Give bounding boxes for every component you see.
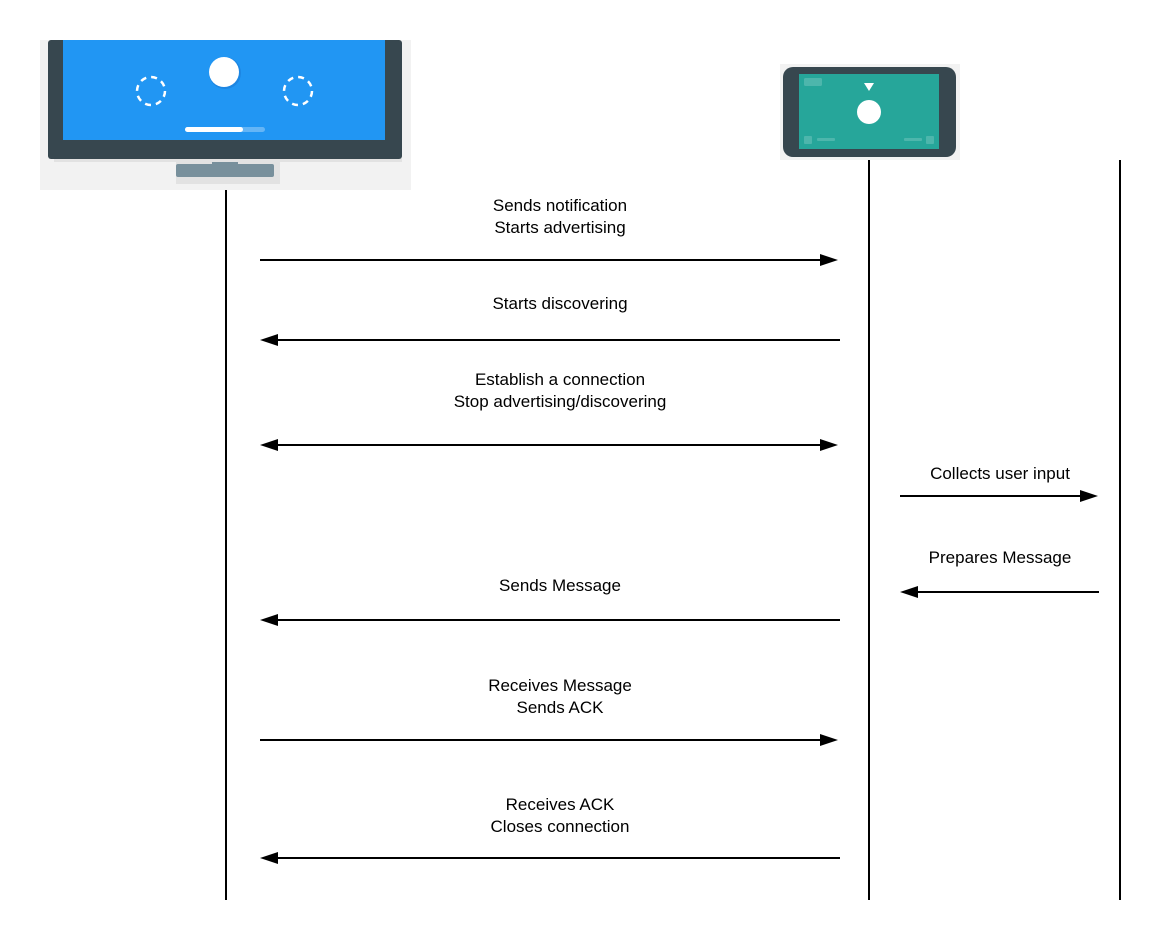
message-label-m3: Establish a connection Stop advertising/… — [410, 369, 710, 413]
tv-lifeline — [225, 190, 227, 900]
message-line: Prepares Message — [928, 548, 1072, 567]
user-lifeline — [1119, 160, 1121, 900]
arrow-m4 — [900, 490, 1098, 502]
message-label-m7: Receives Message Sends ACK — [410, 675, 710, 719]
phone-lifeline — [868, 160, 870, 900]
arrow-m2 — [260, 334, 840, 346]
message-line: Stop advertising/discovering — [453, 392, 667, 411]
arrow-m1 — [260, 254, 838, 266]
message-label-m1: Sends notification Starts advertising — [410, 195, 710, 239]
arrow-m7 — [260, 734, 838, 746]
message-line: Sends ACK — [516, 698, 604, 717]
arrow-m8 — [260, 852, 840, 864]
message-label-m2: Starts discovering — [410, 293, 710, 315]
message-label-m6: Sends Message — [410, 575, 710, 597]
tv-device-icon — [40, 40, 411, 190]
message-line: Sends notification — [492, 196, 628, 215]
message-line: Establish a connection — [474, 370, 646, 389]
arrow-m5 — [900, 586, 1099, 598]
message-label-m4: Collects user input — [900, 463, 1100, 485]
message-line: Starts discovering — [492, 294, 628, 313]
message-label-m8: Receives ACK Closes connection — [410, 794, 710, 838]
message-label-m5: Prepares Message — [900, 547, 1100, 569]
message-line: Receives ACK — [505, 795, 615, 814]
message-line: Collects user input — [930, 464, 1070, 483]
arrow-m3 — [260, 439, 838, 451]
message-line: Starts advertising — [494, 218, 626, 237]
phone-device-icon — [780, 64, 960, 160]
message-line: Receives Message — [488, 676, 632, 695]
message-line: Closes connection — [490, 817, 630, 836]
arrow-m6 — [260, 614, 840, 626]
message-line: Sends Message — [499, 576, 621, 595]
